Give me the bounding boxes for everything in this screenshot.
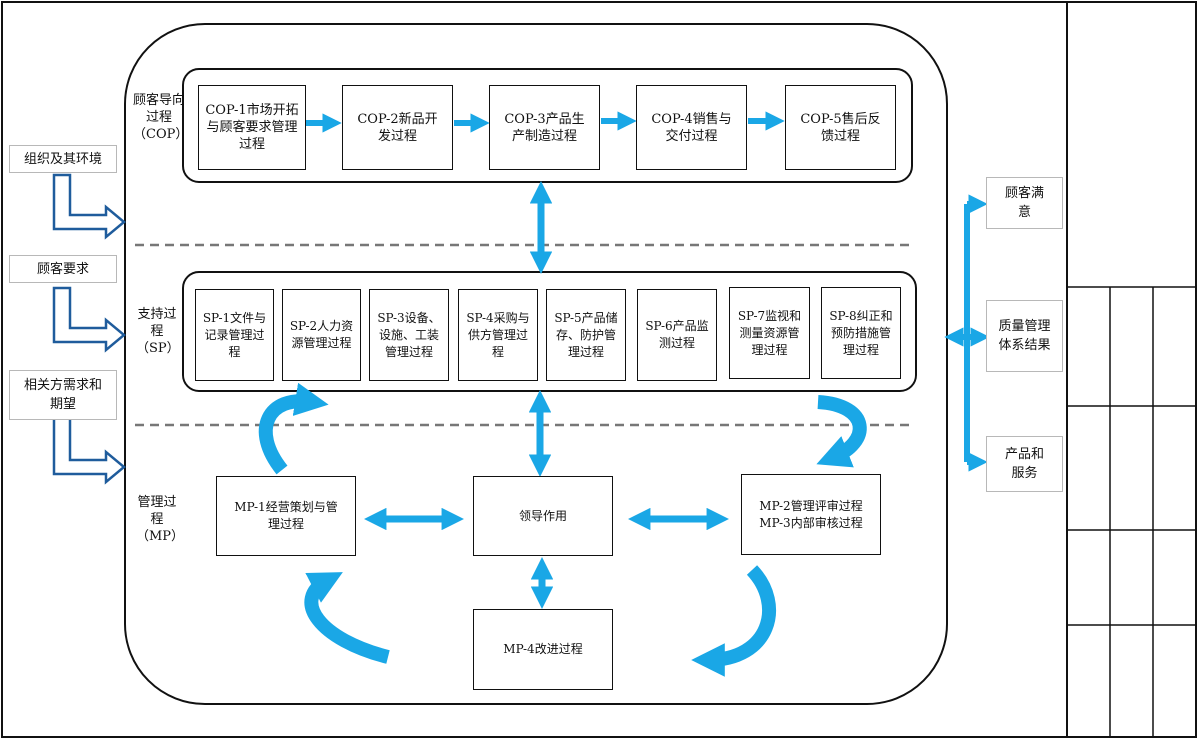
input-customer-requirements: 顾客要求 (9, 255, 117, 283)
cop-2-box: COP-2新品开发过程 (342, 85, 453, 170)
input-arrow-1 (52, 173, 126, 240)
input-arrow-3 (52, 416, 126, 485)
cop-5-box: COP-5售后反馈过程 (785, 85, 896, 170)
sp-7-box: SP-7监视和测量资源管理过程 (729, 287, 810, 379)
output-qms-results: 质量管理体系结果 (986, 300, 1063, 372)
right-grid (1067, 286, 1196, 737)
sp-8-box: SP-8纠正和预防措施管理过程 (821, 287, 901, 379)
mp-2-3-box: MP-2管理评审过程 MP-3内部审核过程 (741, 474, 881, 555)
cop-3-box: COP-3产品生产制造过程 (489, 85, 600, 170)
sp-2-box: SP-2人力资源管理过程 (282, 289, 361, 381)
output-products-services: 产品和服务 (986, 436, 1063, 492)
input-stakeholder-needs: 相关方需求和期望 (9, 370, 117, 420)
qms-boundary (124, 23, 948, 705)
cop-1-box: COP-1市场开拓与顾客要求管理过程 (198, 85, 306, 170)
curve-arrow-top-left (258, 382, 329, 475)
sp-6-box: SP-6产品监测过程 (637, 289, 717, 381)
mp-group-label: 管理过程（MP） (136, 495, 185, 544)
output-customer-satisfaction: 顾客满意 (986, 177, 1063, 229)
mp-1-box: MP-1经营策划与管理过程 (216, 476, 356, 556)
cop-4-box: COP-4销售与交付过程 (636, 85, 747, 170)
cop-group-label: 顾客导向过程（COP） (133, 93, 189, 142)
leadership-box: 领导作用 (473, 476, 613, 556)
curve-arrow-bottom-left (304, 572, 390, 664)
sp-3-box: SP-3设备、设施、工装管理过程 (369, 289, 449, 381)
sp-4-box: SP-4采购与供方管理过程 (458, 289, 538, 381)
curve-arrow-bottom-right (691, 565, 776, 677)
cop-flow-arrows (306, 111, 785, 133)
sp-5-box: SP-5产品储存、防护管理过程 (546, 289, 626, 381)
sp-1-box: SP-1文件与记录管理过程 (195, 289, 274, 381)
input-arrows (52, 173, 126, 485)
curve-arrow-top-right (816, 395, 867, 468)
pdca-cycle-arrows (258, 382, 867, 677)
input-arrow-2 (52, 286, 126, 353)
sp-group-label: 支持过程（SP） (136, 307, 180, 356)
output-bracket (944, 194, 990, 472)
input-org-context: 组织及其环境 (9, 145, 117, 173)
mp-4-box: MP-4改进过程 (473, 609, 613, 690)
vertical-double-arrows (528, 181, 554, 609)
